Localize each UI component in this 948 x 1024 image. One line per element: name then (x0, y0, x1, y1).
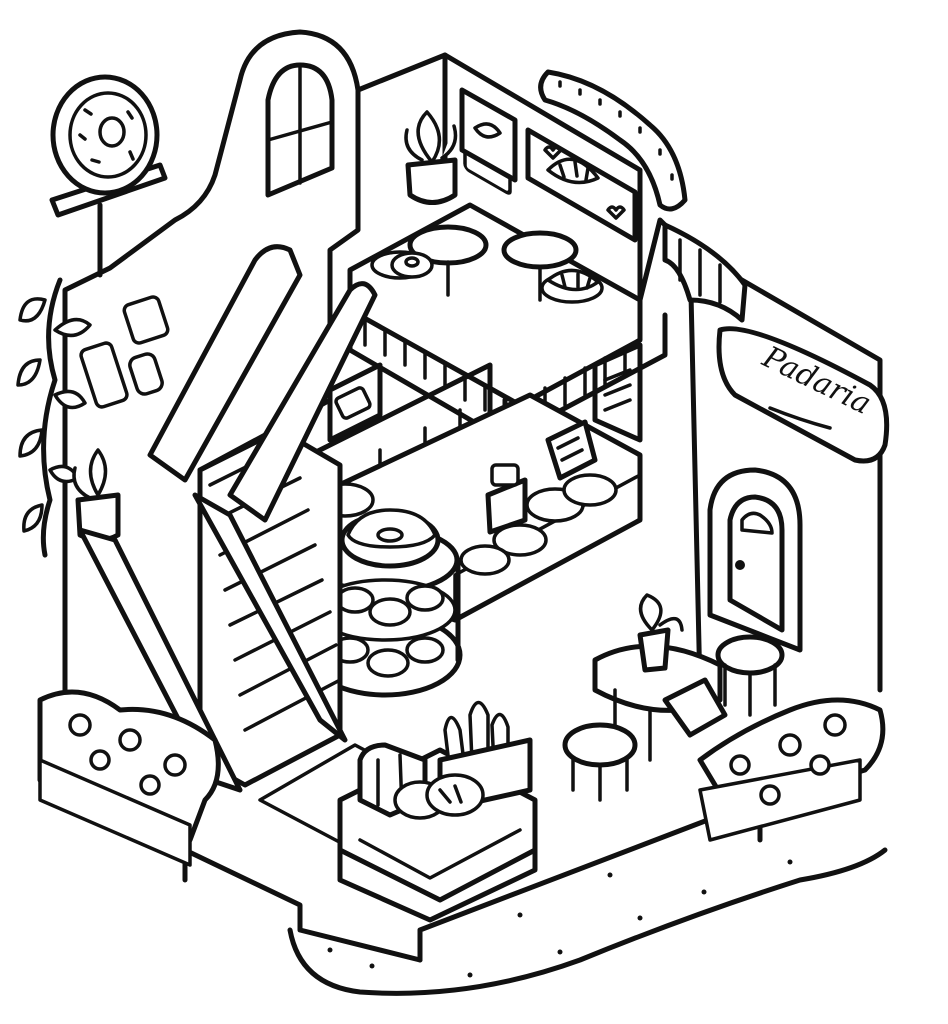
arched-door (707, 467, 803, 653)
leafy-garland (538, 69, 688, 212)
planter-left (37, 689, 221, 867)
floor-speckles (327, 859, 793, 978)
flower-vase (637, 593, 684, 673)
stool-right (715, 634, 785, 717)
wall-poster-croissant (525, 127, 638, 243)
stair-railing (77, 244, 378, 793)
plate-with-donut (370, 250, 434, 280)
cash-register (485, 463, 528, 535)
price-tag-sign (545, 419, 598, 481)
cafe-table-floor (592, 593, 728, 762)
big-donut-top (339, 508, 441, 569)
striped-awning (662, 222, 748, 323)
flowers-left (68, 713, 187, 796)
oven (327, 362, 383, 443)
right-wall: Padaria (592, 217, 890, 693)
shop-sign-board: Padaria (716, 326, 890, 464)
wall-poster-coffee (459, 87, 518, 183)
plate-with-croissant (540, 268, 604, 304)
cafe-table-left (407, 224, 489, 297)
staircase (77, 244, 378, 793)
back-wall (404, 52, 643, 303)
arched-window (265, 62, 335, 198)
vine-plant (16, 277, 92, 558)
planter-right (697, 697, 886, 842)
cafe-table-right (501, 230, 579, 302)
potted-plant-top (404, 110, 458, 205)
round-bread (393, 773, 485, 820)
donut-display-stand (307, 508, 463, 698)
bread-crate (337, 700, 538, 923)
flowers-right (729, 713, 847, 806)
wall-picture-frames (79, 295, 170, 409)
stool-front (562, 722, 638, 802)
donut-sign (49, 74, 168, 278)
